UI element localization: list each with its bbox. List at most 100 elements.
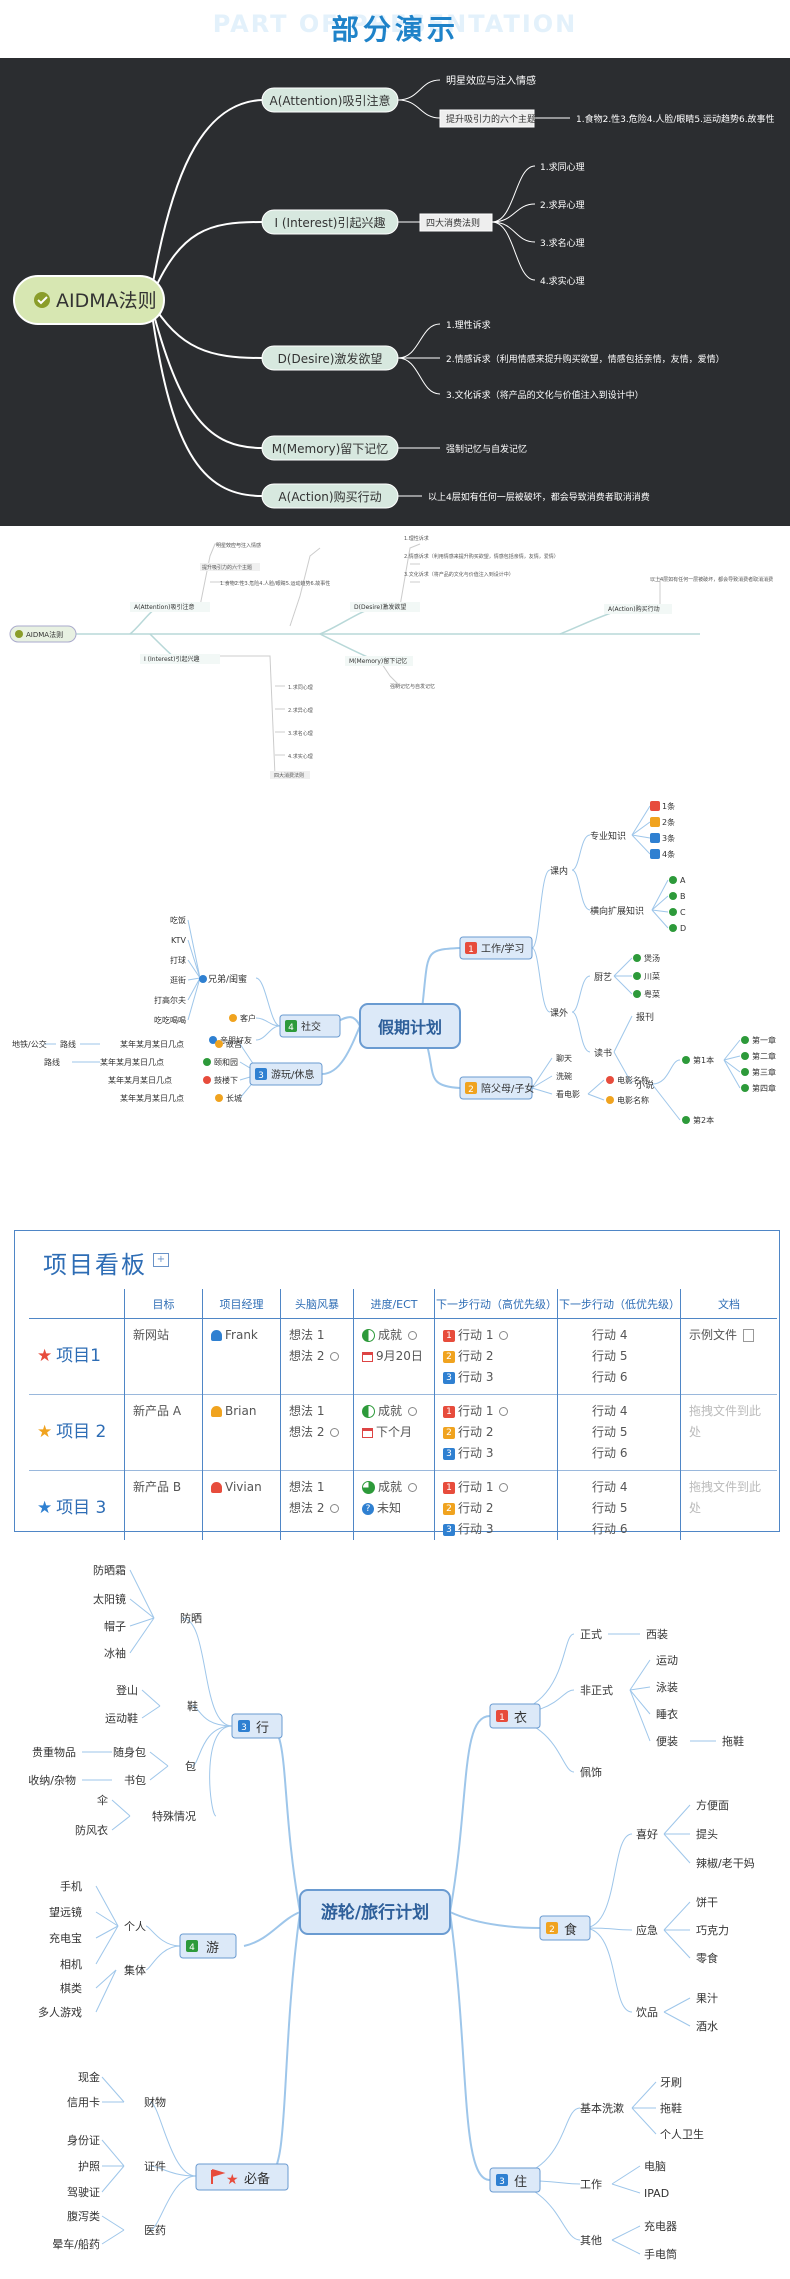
project-name-cell[interactable]: ★ 项目 2	[29, 1394, 125, 1471]
travel-go: 行	[256, 1721, 269, 1736]
node-label: 吃饭	[170, 915, 186, 925]
node-label: 多人游戏	[38, 2005, 82, 2019]
doc-cell[interactable]: 拖拽文件到此处	[680, 1470, 777, 1540]
flag-icon	[211, 2169, 226, 2184]
book2: 第2本	[693, 1115, 714, 1125]
node-label: C	[680, 908, 686, 917]
travel-stay: 住	[514, 2175, 527, 2190]
node-shape	[496, 2174, 508, 2186]
memory-sub: 强制记忆与自发记忆	[446, 443, 527, 455]
connector-line	[397, 99, 441, 119]
node-label: 1	[499, 1713, 505, 1723]
node-label: 腹泻类	[67, 2209, 100, 2223]
target-icon	[330, 1504, 340, 1513]
target-icon	[499, 1407, 509, 1416]
connector-line	[583, 1833, 633, 1929]
node-label: 4	[288, 1023, 294, 1033]
connector-line	[191, 1725, 233, 1767]
node-label: 川菜	[644, 971, 660, 981]
connector-line	[187, 959, 201, 979]
connector-line	[101, 2165, 125, 2193]
connector-line	[149, 2165, 197, 2177]
col-header: 目标	[124, 1289, 203, 1319]
connector-line	[129, 1617, 155, 1627]
node-label: 工作	[580, 2178, 602, 2191]
target-icon	[330, 1352, 340, 1361]
light-att-sub: 明星效应与注入情感	[216, 542, 261, 549]
connector-line	[200, 655, 285, 777]
light-interest-item: 1.求同心理	[288, 684, 313, 691]
connector-line	[145, 1925, 181, 1947]
progress-pie-icon	[362, 1329, 375, 1342]
connector-line	[631, 2081, 657, 2109]
node-label: 防风衣	[75, 1823, 108, 1837]
col-header	[29, 1289, 125, 1319]
node-shape	[465, 1082, 477, 1094]
board-title: 项目看板	[43, 1251, 147, 1279]
project-name-cell[interactable]: ★ 项目 3	[29, 1470, 125, 1540]
node-label: 运动鞋	[105, 1711, 138, 1725]
node-label: 冰袖	[104, 1646, 126, 1660]
interest-sub: 四大消费法则	[426, 217, 480, 229]
node-label: 饼干	[696, 1895, 718, 1909]
connector-line	[397, 323, 441, 359]
course: 课内	[550, 865, 568, 877]
doc-cell[interactable]: 拖拽文件到此处	[680, 1394, 777, 1471]
node-label: 身份证	[67, 2133, 100, 2147]
connector-line	[199, 543, 245, 607]
client: 客户	[240, 1013, 256, 1023]
attention-sub-2: 提升吸引力的六个主题	[446, 113, 536, 125]
node-shape	[199, 975, 207, 983]
node-label: 棋类	[60, 1981, 82, 1995]
connector-line	[613, 1015, 633, 1053]
node-shape	[459, 1076, 533, 1100]
node-label: 颐和园	[214, 1058, 238, 1067]
branch-line	[149, 99, 263, 301]
manager-cell: Frank	[202, 1318, 281, 1395]
light-interest-sub: 四大消费法则	[274, 772, 304, 779]
node-label: 防晒	[180, 1611, 202, 1625]
light-memory-sub: 强制记忆与自发记忆	[390, 683, 435, 690]
desire-item: 2.情感诉求（利用情感来提升购买欲望，情感包括亲情，友情，爱情）	[446, 353, 725, 365]
connector-line	[449, 1911, 491, 2181]
connector-line	[587, 1093, 605, 1101]
node-shape	[130, 602, 210, 612]
node-shape	[650, 817, 660, 827]
interest-item: 1.求同心理	[540, 161, 585, 173]
light-desire-item: 1.理性诉求	[404, 535, 429, 542]
connector-line	[491, 221, 536, 243]
connector-line	[631, 805, 651, 836]
node-label: 3	[241, 1723, 247, 1733]
connector-line	[101, 2215, 125, 2231]
project-name-cell[interactable]: ★ 项目1	[29, 1318, 125, 1395]
node-label: 包	[185, 1760, 196, 1773]
connector-line	[399, 543, 421, 607]
connector-line	[101, 2139, 125, 2167]
node-shape	[209, 1036, 217, 1044]
connector-line	[663, 2011, 691, 2027]
doc-cell[interactable]: 示例文件	[680, 1318, 777, 1395]
node-label: 拖鞋	[660, 2101, 682, 2115]
node-label: 逛街	[170, 975, 186, 985]
connector-line	[571, 834, 591, 871]
connector-line	[243, 1911, 301, 1947]
node-label: 3	[258, 1071, 264, 1081]
connector-line	[111, 1799, 131, 1817]
connector-line	[531, 1075, 553, 1089]
horizontal-knowledge: 横向扩展知识	[590, 905, 644, 917]
connector-line	[491, 165, 536, 223]
light-memory: M(Memory)留下记忆	[349, 657, 407, 665]
connector-line	[37, 296, 48, 305]
connector-line	[613, 1051, 633, 1085]
node-shape	[345, 656, 413, 666]
connector-line	[631, 2107, 657, 2135]
person-icon	[211, 1406, 222, 1417]
extra: 课外	[550, 1007, 568, 1019]
node-label: 财物	[144, 2095, 166, 2109]
connector-line	[397, 357, 441, 395]
connector-line	[631, 834, 651, 839]
node-label: 某年某月某日几点	[120, 1093, 184, 1103]
node-label: 太阳镜	[93, 1592, 126, 1606]
add-column-icon[interactable]: +	[153, 1253, 169, 1267]
